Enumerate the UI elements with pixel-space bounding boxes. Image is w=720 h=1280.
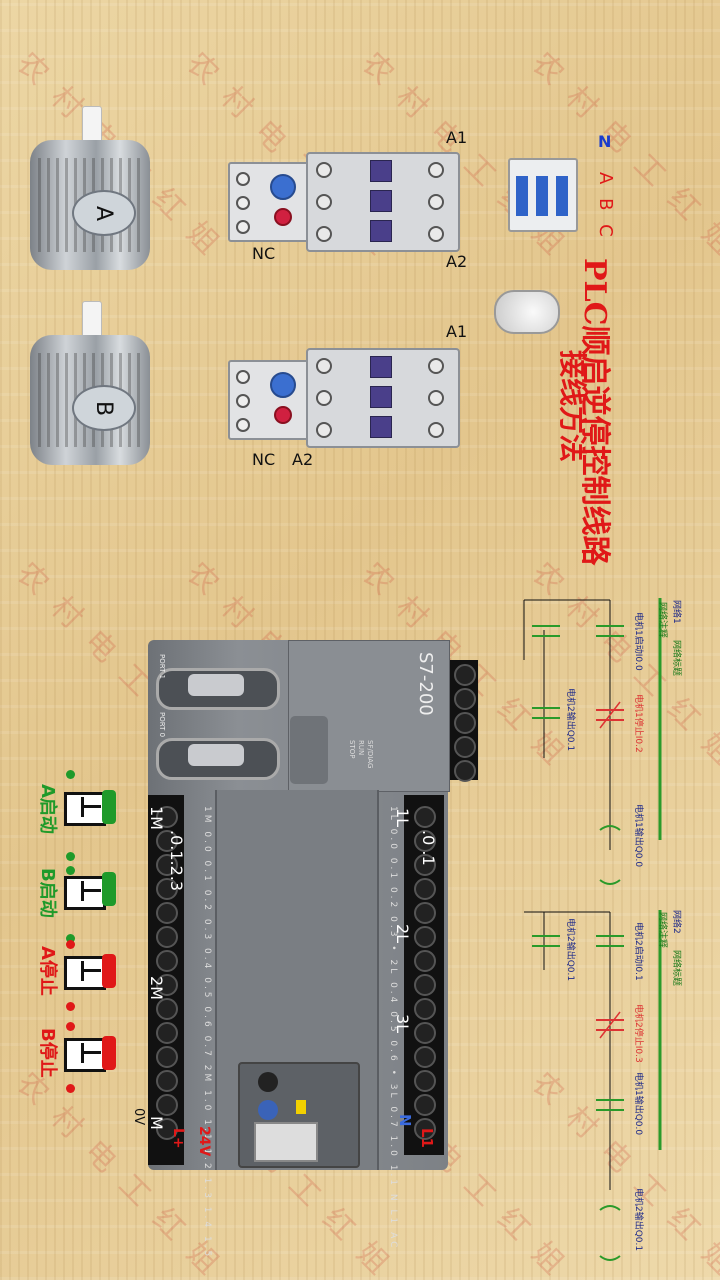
- plc-label-2l: 2L: [393, 924, 412, 944]
- motor-label-plate: B: [72, 385, 136, 431]
- breaker-abc-label: A B C: [595, 172, 616, 241]
- diagram-subtitle: 接线方法: [556, 350, 589, 463]
- stop-button-b-cap: [102, 1036, 116, 1070]
- thermal-relay-1: [228, 162, 314, 242]
- network-1-title: 网络1: [671, 600, 681, 624]
- contactor-1: [306, 152, 460, 252]
- indicator-knob: [494, 290, 560, 334]
- breaker-n-label: N: [598, 132, 612, 151]
- contactor-1-a2-label: A2: [446, 252, 468, 271]
- network-1-contact-start: 电机1启动I0.0: [633, 612, 643, 671]
- contactor-2: [306, 348, 460, 448]
- contactor-2-a1-label: A1: [446, 322, 468, 341]
- plc-label-0v: 0V: [131, 1108, 146, 1126]
- thermal-relay-2: [228, 360, 314, 440]
- network-2-contact-stop: 电机2停止I0.3: [633, 1004, 643, 1063]
- plc-label-m: M: [147, 1116, 166, 1130]
- network-1-contact-q01: 电机2输出Q0.1: [565, 688, 575, 752]
- stop-button-a-cap: [102, 954, 116, 988]
- ladder-diagram: [523, 598, 662, 1261]
- plc-label-lplus: L+: [170, 1128, 186, 1149]
- circuit-breaker: [508, 158, 578, 232]
- contactor-1-a1-label: A1: [446, 128, 468, 147]
- plc-label-1l: 1L: [393, 808, 412, 828]
- start-button-b[interactable]: [64, 876, 106, 910]
- network-2-contact-q00: 电机1输出Q0.0: [633, 1072, 643, 1136]
- plc-label-24v: 24V: [196, 1126, 212, 1157]
- relay-2-nc-label: NC: [252, 450, 276, 469]
- stop-button-a-label: A停止: [37, 946, 58, 996]
- plc-label-n: N: [396, 1114, 414, 1127]
- plc-label-input-bits: .0.1.2.3: [167, 830, 186, 892]
- network-2-note: 网络注释: [657, 912, 667, 949]
- plc-label-1m: 1M: [147, 806, 166, 830]
- plc-port-1-label: PORT 1: [158, 654, 166, 680]
- stop-button-b[interactable]: [64, 1038, 106, 1072]
- network-2-title: 网络2: [671, 910, 681, 934]
- network-1-contact-hold: 电机1输出Q0.0: [633, 804, 643, 868]
- network-1-comment: 网络标题: [671, 640, 681, 677]
- plc-label-output-bits: .0 .1: [419, 830, 438, 866]
- start-button-b-label: B启动: [37, 868, 58, 918]
- relay-1-nc-label: NC: [252, 244, 276, 263]
- network-1-contact-stop: 电机1停止I0.2: [633, 694, 643, 753]
- plc-input-pin-labels: 1M 0.0 0.1 0.2 0.3 0.4 0.5 0.6 0.7 2M 1.…: [202, 806, 212, 1260]
- start-button-b-cap: [102, 872, 116, 906]
- stop-button-b-label: B停止: [37, 1028, 58, 1078]
- plc-cover-tab: [290, 716, 328, 784]
- network-2-coil: 电机2输出Q0.1: [633, 1188, 643, 1252]
- plc-port-0-label: PORT 0: [158, 712, 166, 738]
- network-2-contact-hold: 电机2输出Q0.1: [565, 918, 575, 982]
- network-1-note: 网络注释: [657, 602, 667, 639]
- contactor-2-a2-label: A2: [292, 450, 314, 469]
- start-button-a[interactable]: [64, 792, 106, 826]
- start-button-a-cap: [102, 790, 116, 824]
- stop-button-a[interactable]: [64, 956, 106, 990]
- plc-model: S7-200: [415, 652, 436, 716]
- plc-label-2m: 2M: [147, 976, 166, 1000]
- network-2-comment: 网络标题: [671, 950, 681, 987]
- network-2-contact-start: 电机2启动I0.1: [633, 922, 643, 981]
- plc-label-3l: 3L: [393, 1014, 412, 1034]
- motor-label-plate: A: [72, 190, 136, 236]
- plc-label-l1: L1: [418, 1128, 436, 1148]
- start-button-a-label: A启动: [37, 784, 58, 834]
